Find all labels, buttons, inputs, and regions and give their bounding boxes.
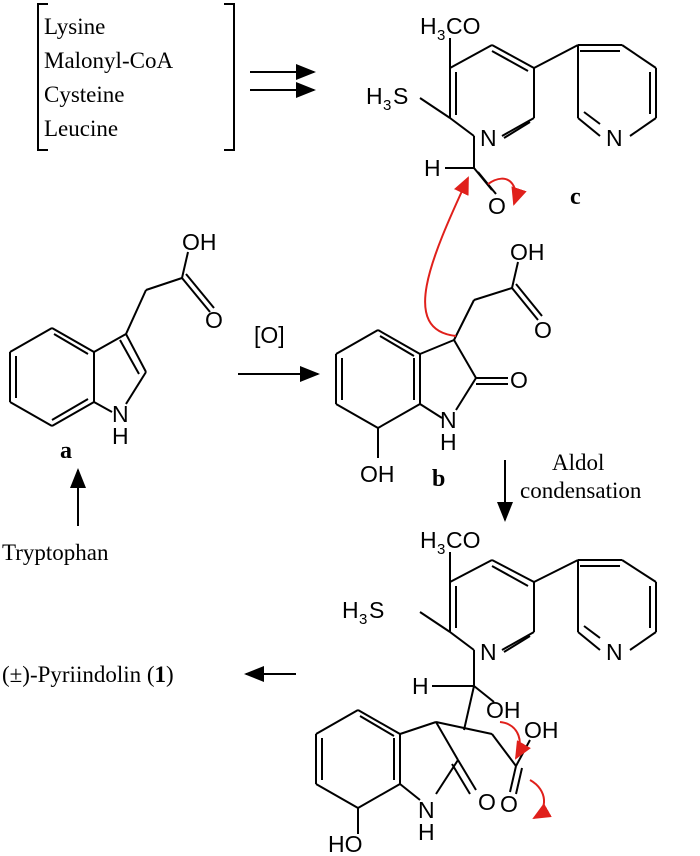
compound-c: H 3 CO H 3 S N N H O c: [366, 13, 657, 219]
aldol-adduct: H 3 CO H 3 S N N H OH OH O O N H HO: [315, 527, 657, 856]
lactam-o-adduct: O: [478, 789, 496, 815]
pyridine-n-adduct: N: [480, 639, 497, 665]
methoxy-co-adduct: CO: [446, 527, 481, 553]
phenol-ho-adduct: HO: [328, 831, 363, 856]
acid-oh-adduct: OH: [524, 717, 559, 743]
thiomethyl-subscript-adduct: 3: [359, 611, 367, 628]
thiomethyl-h: H: [366, 83, 383, 109]
acid-o-a: O: [205, 307, 223, 333]
lactam-o-b: O: [510, 367, 528, 393]
reagent-aldol: Aldol: [552, 450, 604, 475]
thiomethyl-s-adduct: S: [369, 597, 384, 623]
methoxy-co: CO: [446, 13, 481, 39]
thiomethyl-h-adduct: H: [342, 597, 359, 623]
label-c: c: [570, 184, 581, 210]
acid-o-adduct: O: [500, 791, 518, 817]
indole-h-a: H: [112, 423, 129, 449]
methoxy-subscript: 3: [437, 27, 445, 44]
acid-oh-b: OH: [510, 239, 545, 265]
precursor-arrows: [250, 64, 316, 98]
reagent-condensation: condensation: [520, 478, 642, 503]
aldehyde-o: O: [488, 193, 506, 219]
product-number: 1: [155, 662, 167, 687]
compound-a: OH O N H a: [9, 229, 223, 464]
methoxy-h: H: [420, 13, 437, 39]
aldehyde-h: H: [424, 155, 441, 181]
label-a: a: [60, 438, 72, 464]
product-suffix: ): [166, 662, 174, 687]
label-b: b: [432, 466, 445, 492]
product-prefix: (±)-Pyriindolin (: [2, 662, 155, 687]
carbinol-oh: OH: [486, 697, 521, 723]
product-label: (±)-Pyriindolin (1): [2, 662, 174, 687]
mechanism-arrows-top: [424, 176, 527, 337]
methoxy-subscript-adduct: 3: [437, 541, 445, 558]
precursor-lysine: Lysine: [44, 14, 105, 39]
phenol-oh-b: OH: [360, 461, 395, 487]
indole-n-a: N: [112, 401, 129, 427]
mechanism-arrows-bottom: [499, 721, 552, 819]
lactam-n-b: N: [440, 407, 457, 433]
lactam-n-adduct: N: [418, 797, 435, 823]
lactam-h-b: H: [440, 429, 457, 455]
thiomethyl-subscript: 3: [383, 97, 391, 114]
precursor-list: Lysine Malonyl-CoA Cysteine Leucine: [37, 3, 235, 151]
start-tryptophan: Tryptophan: [2, 540, 109, 565]
pyridine-n-adduct-2: N: [606, 639, 623, 665]
lactam-h-adduct: H: [418, 819, 435, 845]
pyridine-n-2: N: [606, 125, 623, 151]
precursor-malonyl-coa: Malonyl-CoA: [44, 48, 173, 73]
thiomethyl-s: S: [393, 83, 408, 109]
precursor-cysteine: Cysteine: [44, 82, 125, 107]
compound-b: OH O O N H OH b: [335, 239, 552, 492]
acid-oh-a: OH: [182, 229, 217, 255]
pyridine-n: N: [480, 125, 497, 151]
methoxy-h-adduct: H: [420, 527, 437, 553]
reagent-oxidation: [O]: [254, 322, 285, 348]
precursor-leucine: Leucine: [44, 116, 118, 141]
acid-o-b: O: [534, 317, 552, 343]
carbinol-h: H: [412, 673, 429, 699]
